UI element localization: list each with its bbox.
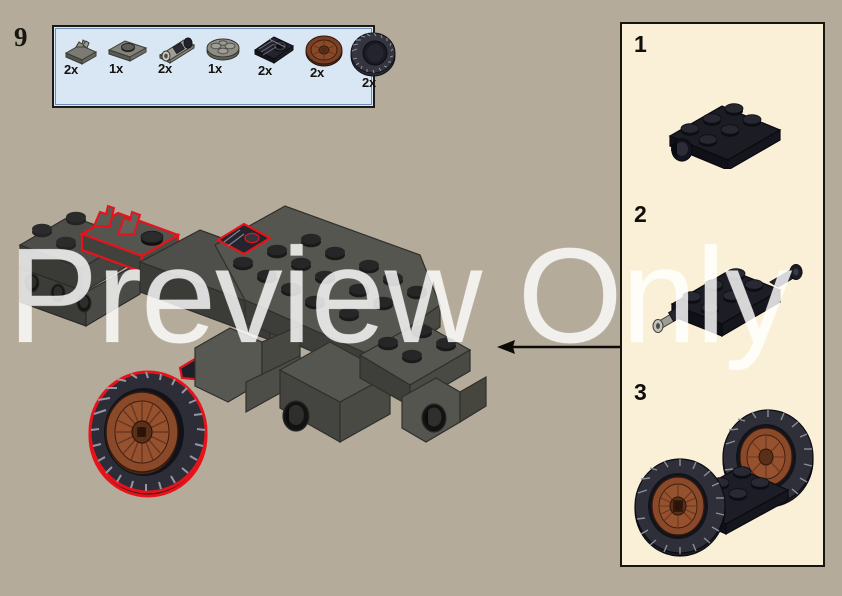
- parts-list-panel: 2x 1x 2x: [52, 25, 396, 108]
- sub-step-1: 1: [622, 24, 823, 204]
- axle-right: [769, 264, 803, 288]
- chassis-front-pin-holder: [401, 375, 487, 443]
- sub-assembly-panel: 1 2: [620, 22, 825, 567]
- part-qty-label: 2x: [258, 63, 273, 78]
- plate-2x4-with-pinholes-icon: [668, 103, 782, 169]
- part-qty-label: 2x: [158, 61, 173, 76]
- wheel-axle-assembly-icon: [634, 409, 814, 557]
- assembly-direction-arrow: [495, 330, 625, 364]
- part-qty-label: 2x: [362, 75, 377, 90]
- part-qty-label: 2x: [310, 65, 325, 80]
- main-model-illustration: [0, 150, 600, 550]
- wheel-front: [634, 458, 726, 557]
- windscreen-slope-2x2-icon: [253, 36, 295, 64]
- sub-step-3: 3: [622, 372, 823, 567]
- part-qty-label: 1x: [208, 61, 223, 76]
- sub-step-2: 2: [622, 194, 823, 379]
- axle-left: [652, 304, 689, 333]
- step-number: 9: [14, 22, 28, 52]
- round-plate-2x2-icon: [206, 38, 240, 61]
- chassis-front-bricks: [194, 325, 392, 444]
- plate-with-axles-icon: [652, 264, 803, 338]
- wheel-hub-icon: [305, 35, 343, 67]
- technic-brick-pinholes: [19, 260, 141, 328]
- main-model-svg: [18, 204, 487, 498]
- sub-step-number: 1: [634, 31, 647, 57]
- plate-1x2-icon: [107, 40, 148, 62]
- highlighted-windscreen-part: [215, 222, 273, 256]
- sub-step-number: 3: [634, 379, 647, 405]
- sub-step-number: 2: [634, 201, 647, 227]
- part-qty-label: 1x: [109, 61, 124, 76]
- highlighted-wheel-assembly: [88, 370, 208, 498]
- part-qty-label: 2x: [64, 62, 79, 77]
- clip-plate-1x1-icon: [64, 39, 98, 65]
- tire-icon: [350, 32, 396, 77]
- axle-pin-connector-icon: [158, 37, 196, 64]
